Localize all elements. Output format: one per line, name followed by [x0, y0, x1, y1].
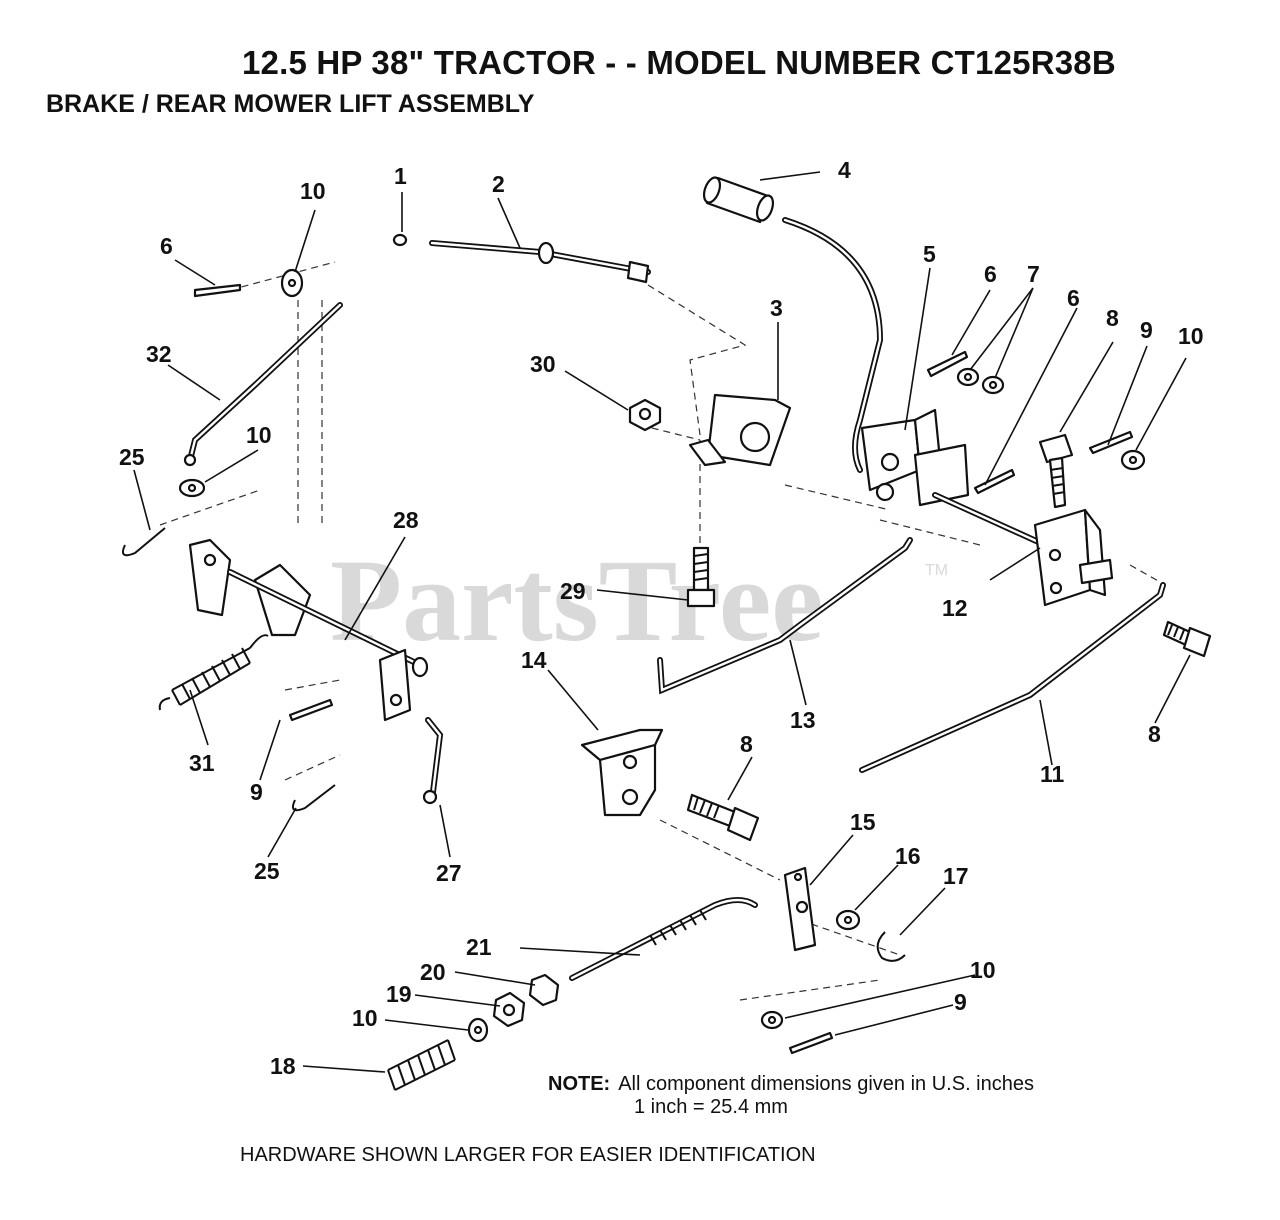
callout-9-top: 9	[1140, 317, 1153, 343]
callout-25-lower: 25	[254, 858, 280, 884]
callout-4: 4	[838, 157, 851, 183]
note-line-1: All component dimensions given in U.S. i…	[618, 1073, 1034, 1095]
watermark-tm: TM	[925, 562, 948, 579]
dimension-note: NOTE: All component dimensions given in U…	[548, 1073, 1034, 1119]
callout-13: 13	[790, 707, 816, 733]
callout-labels: 1 2 3 4 5 6 6 6 7 8 8 8 9 9 9 10 10 10 1…	[119, 157, 1204, 1079]
callout-7: 7	[1027, 261, 1040, 287]
diagram-subtitle: BRAKE / REAR MOWER LIFT ASSEMBLY	[46, 90, 535, 118]
note-line-2: 1 inch = 25.4 mm	[634, 1096, 788, 1118]
callout-20: 20	[420, 959, 446, 985]
callout-6-right: 6	[1067, 285, 1080, 311]
part-17-clip	[876, 931, 906, 962]
diagram-title: 12.5 HP 38" TRACTOR - - MODEL NUMBER CT1…	[242, 44, 1116, 81]
part-9-pin-left	[288, 698, 334, 722]
callout-16: 16	[895, 843, 921, 869]
callout-6-left: 6	[160, 233, 173, 259]
callout-9-left: 9	[250, 779, 263, 805]
part-5-lift-lever	[782, 217, 970, 507]
callout-10-lower-left: 10	[352, 1005, 378, 1031]
callout-19: 19	[386, 981, 412, 1007]
part-30-nut	[628, 398, 662, 432]
callout-31: 31	[189, 750, 215, 776]
note-label: NOTE:	[548, 1073, 611, 1095]
part-10-washer-lower	[467, 1017, 489, 1043]
part-4-handle-grip	[702, 176, 775, 224]
callout-3: 3	[770, 295, 783, 321]
part-1-pin	[392, 233, 408, 247]
callout-28: 28	[393, 507, 419, 533]
part-8-bolt-top	[1038, 433, 1074, 509]
callout-2: 2	[492, 171, 505, 197]
callout-25-upper: 25	[119, 444, 145, 470]
part-20-nut	[528, 973, 560, 1007]
callout-15: 15	[850, 809, 876, 835]
callout-1: 1	[394, 163, 407, 189]
callout-17: 17	[943, 863, 969, 889]
callout-10-lower-right: 10	[970, 957, 996, 983]
washers-left	[178, 268, 304, 498]
part-18-spring	[387, 1039, 456, 1091]
watermark: PartsTree	[330, 535, 824, 666]
part-27-link	[422, 717, 444, 805]
callout-18: 18	[270, 1053, 296, 1079]
hardware-lower-right	[760, 1010, 834, 1055]
callout-14: 14	[521, 647, 547, 673]
callout-8-top: 8	[1106, 305, 1119, 331]
callout-9-bottom: 9	[954, 989, 967, 1015]
callout-29: 29	[560, 578, 586, 604]
part-21-threaded-rod	[569, 897, 758, 981]
part-29-bolt	[686, 546, 716, 608]
hardware-footer-note: HARDWARE SHOWN LARGER FOR EASIER IDENTIF…	[240, 1144, 816, 1166]
callout-10-mid-left: 10	[246, 422, 272, 448]
part-15-plate	[783, 866, 817, 952]
callout-21: 21	[466, 934, 492, 960]
part-13-rod	[657, 537, 913, 695]
part-2-rod	[429, 240, 651, 284]
hardware-upper-right	[926, 350, 1146, 495]
part-16-washer	[835, 909, 861, 931]
callout-32: 32	[146, 341, 172, 367]
callout-8-middle: 8	[740, 731, 753, 757]
part-12-cross-shaft	[932, 492, 1114, 607]
callout-12: 12	[942, 595, 968, 621]
callout-5: 5	[923, 241, 936, 267]
part-8-bolt-right	[1162, 620, 1212, 658]
callout-11: 11	[1040, 761, 1065, 787]
part-19-nut	[492, 991, 526, 1028]
callout-27: 27	[436, 860, 462, 886]
part-14-bracket	[580, 728, 664, 817]
callout-10-top-right: 10	[1178, 323, 1204, 349]
part-28-main-shaft	[188, 538, 429, 722]
callout-30: 30	[530, 351, 556, 377]
callout-8-right: 8	[1148, 721, 1161, 747]
part-3-bracket	[688, 393, 792, 467]
part-31-spring	[158, 634, 269, 711]
part-11-rod	[859, 582, 1166, 773]
callout-10-top-left: 10	[300, 178, 326, 204]
leader-lines	[133, 171, 1191, 1073]
part-32-link-rod	[183, 302, 343, 467]
callout-6-mid: 6	[984, 261, 997, 287]
part-8-bolt-middle	[686, 793, 760, 842]
